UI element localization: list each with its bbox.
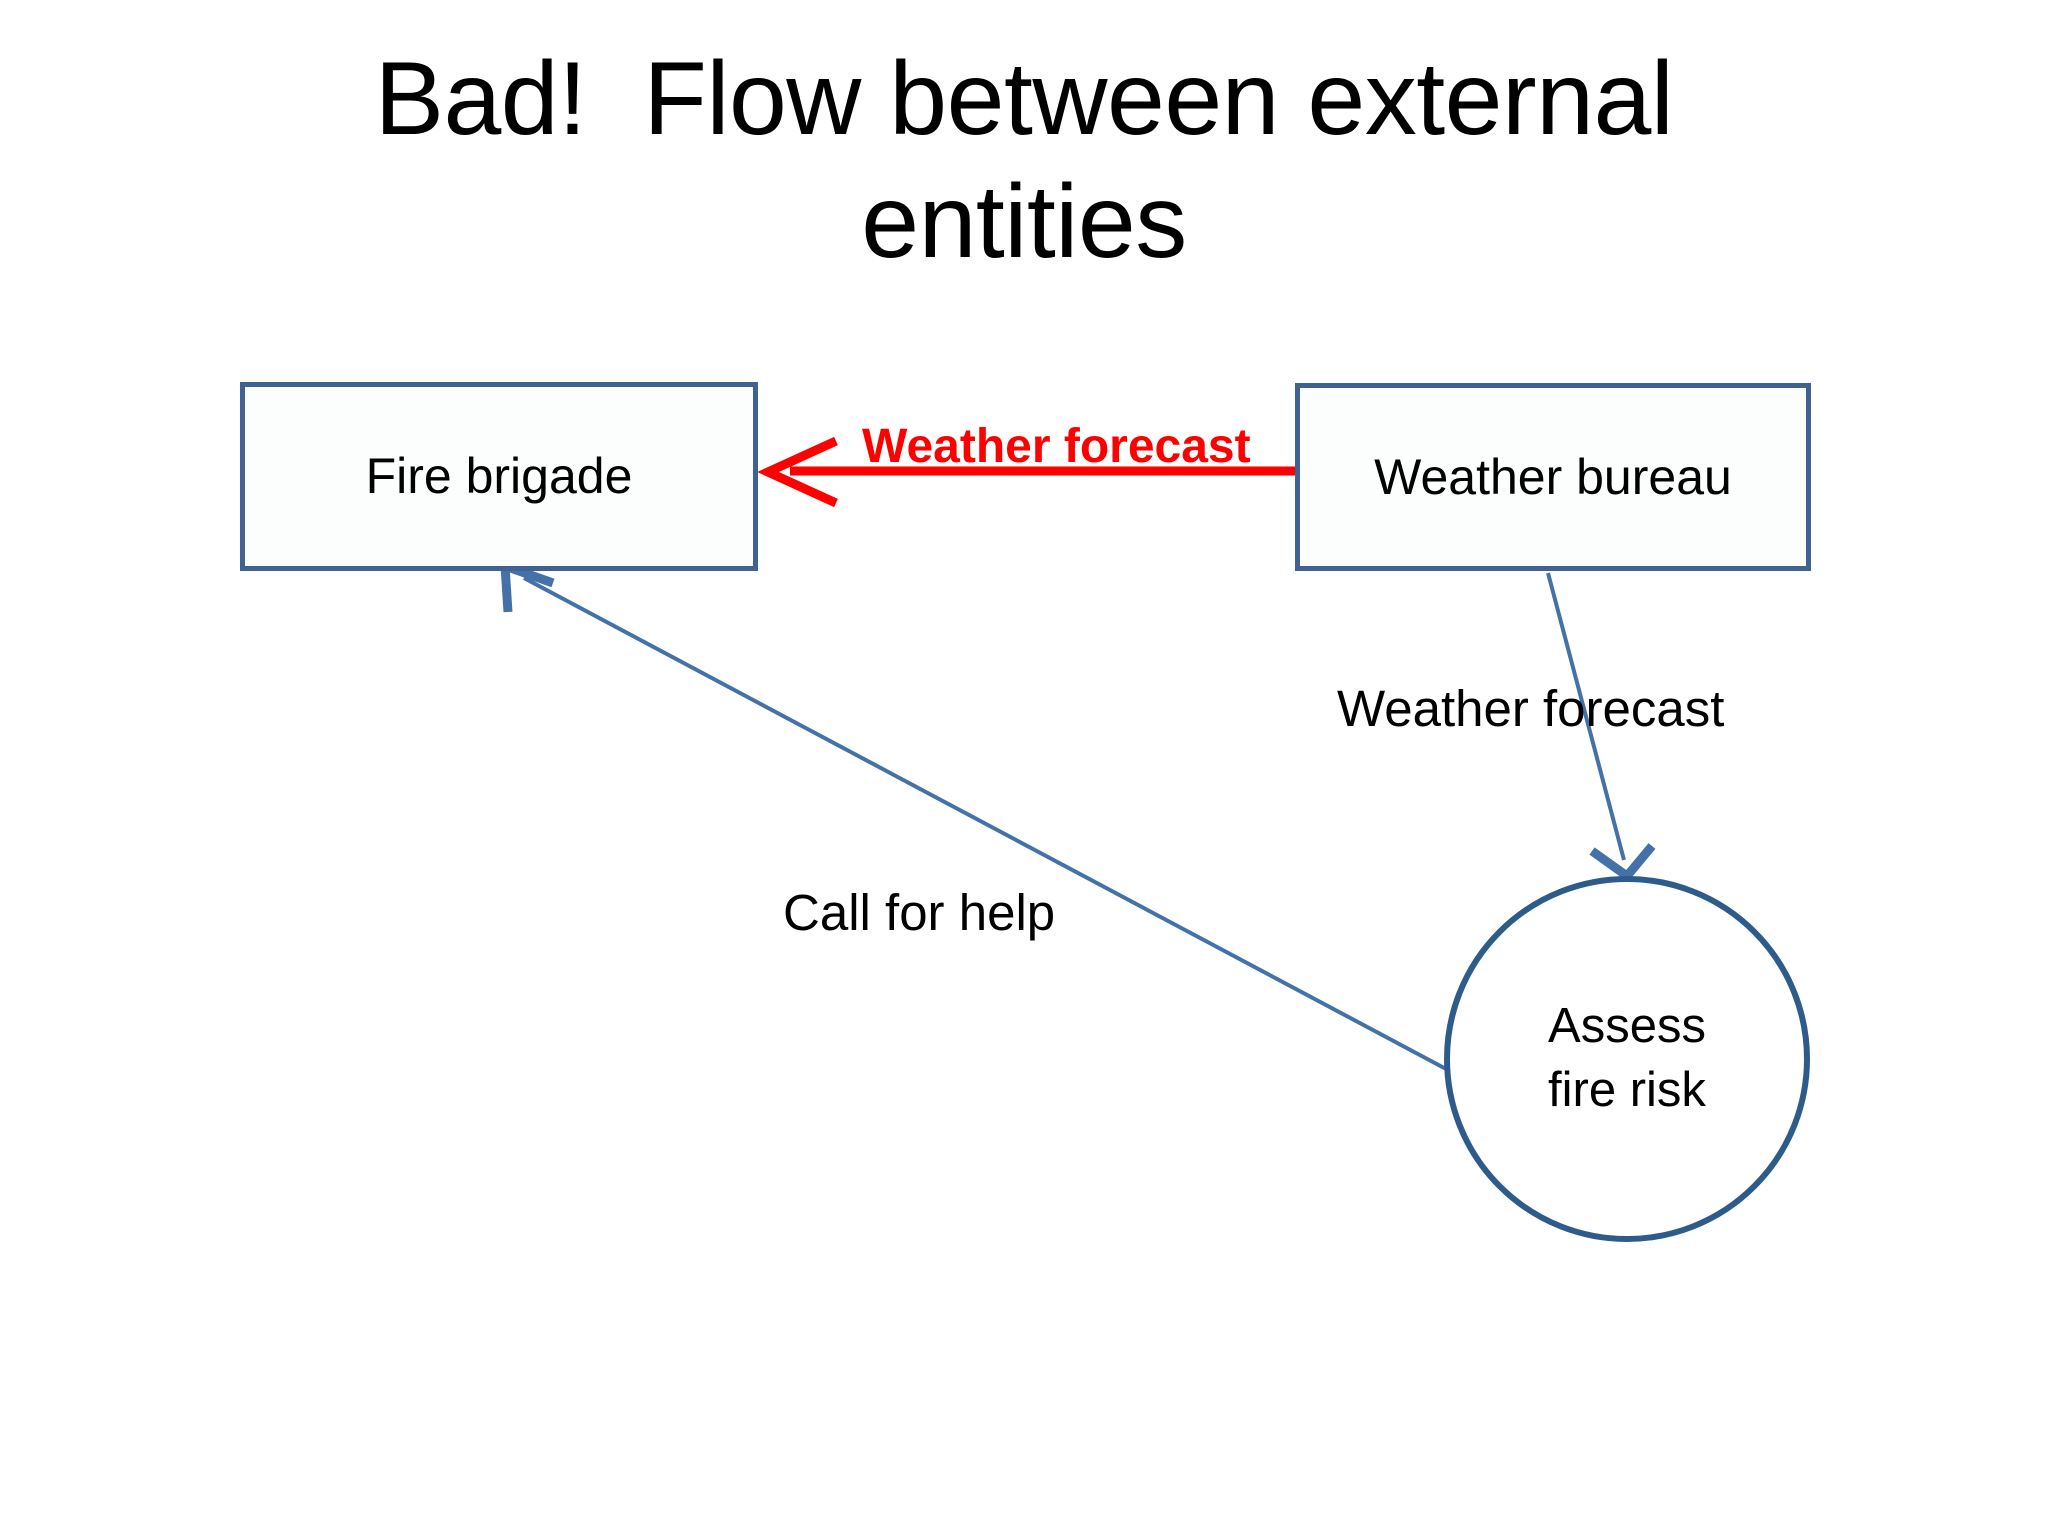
flow-line-weather-forecast-good: [1546, 572, 1626, 861]
process-assess-fire-risk-label-line1: Assess: [1548, 999, 1706, 1054]
flow-label-weather-forecast-bad: Weather forecast: [862, 420, 1251, 473]
flow-label-call-for-help: Call for help: [783, 884, 1056, 941]
entity-weather-bureau-label: Weather bureau: [1374, 448, 1732, 505]
flow-weather-forecast-bad: [757, 436, 1297, 508]
process-assess-fire-risk-label-line2: fire risk: [1548, 1063, 1706, 1117]
flow-call-for-help: [500, 559, 1449, 1072]
page-title: Bad! Flow between external entities: [374, 41, 1674, 280]
arrowhead-weather-forecast-bad: [757, 436, 838, 508]
flow-label-weather-forecast-good: Weather forecast: [1337, 680, 1725, 737]
entity-fire-brigade[interactable]: Fire brigade: [240, 382, 758, 571]
process-assess-fire-risk[interactable]: Assess fire risk: [1444, 876, 1810, 1242]
flow-line-call-for-help: [523, 576, 1449, 1072]
entity-weather-bureau[interactable]: Weather bureau: [1295, 383, 1811, 571]
entity-fire-brigade-label: Fire brigade: [365, 448, 633, 504]
